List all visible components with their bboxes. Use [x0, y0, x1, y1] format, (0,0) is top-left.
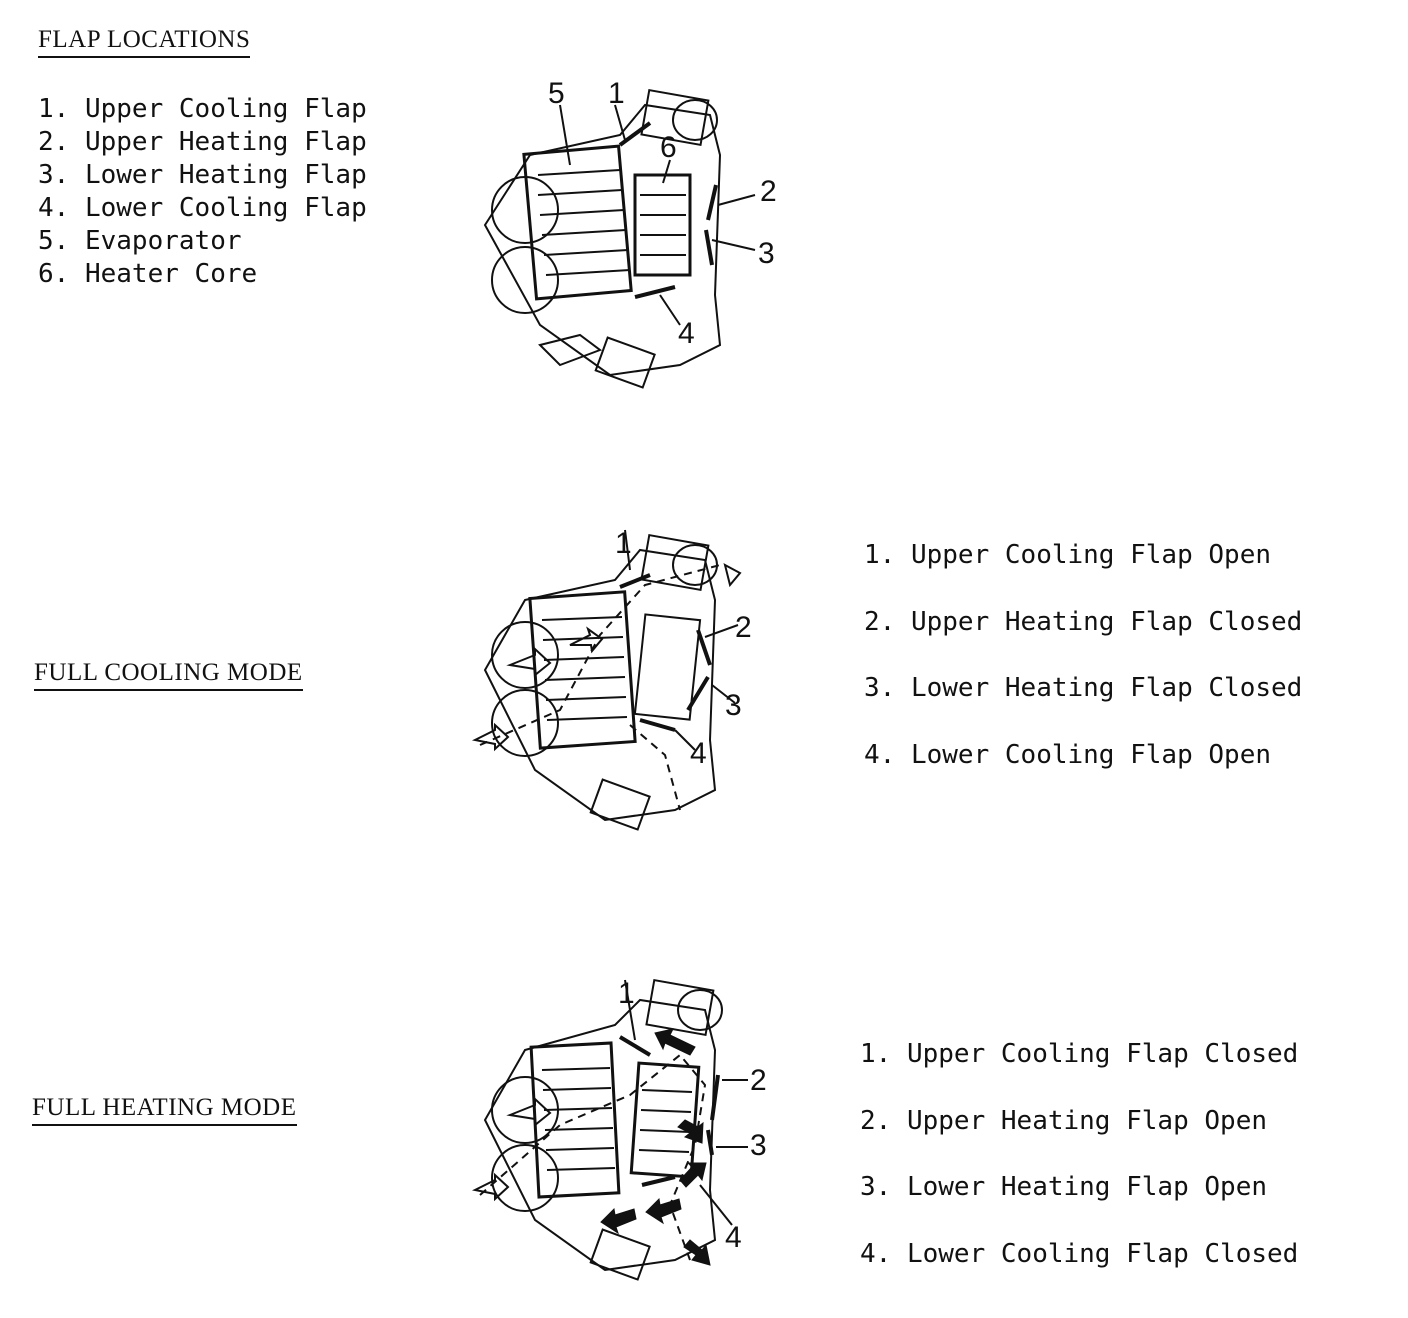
legend-item: 5. Evaporator	[38, 226, 242, 256]
full-cooling-heading: FULL COOLING MODE	[34, 659, 303, 691]
status-item: 4. Lower Cooling Flap Open	[864, 739, 1271, 770]
full-cooling-diagram: 1 2 3 4	[471, 527, 752, 831]
flap-locations-diagram: 5 1 6 2 3 4	[483, 77, 777, 389]
full-cooling-status-list: 1. Upper Cooling Flap Open 2. Upper Heat…	[864, 522, 1302, 788]
legend-item: 3. Lower Heating Flap	[38, 160, 367, 190]
status-item: 2. Upper Heating Flap Open	[860, 1105, 1267, 1136]
callout-2: 2	[735, 611, 752, 644]
callout-3: 3	[750, 1129, 767, 1162]
status-item: 1. Upper Cooling Flap Open	[864, 540, 1271, 570]
full-heating-status-list: 1. Upper Cooling Flap Closed 2. Upper He…	[860, 1021, 1298, 1287]
legend-item: 1. Upper Cooling Flap	[38, 94, 367, 124]
callout-4: 4	[690, 737, 707, 770]
full-heating-diagram: 1 2 3 4	[471, 977, 767, 1281]
callout-4: 4	[678, 317, 695, 350]
callout-2: 2	[760, 175, 777, 208]
legend-item: 2. Upper Heating Flap	[38, 127, 367, 157]
callout-3: 3	[758, 237, 775, 270]
legend-item: 6. Heater Core	[38, 259, 258, 289]
flap-locations-heading: FLAP LOCATIONS	[38, 26, 251, 58]
flap-legend-list: 1. Upper Cooling Flap 2. Upper Heating F…	[38, 93, 367, 291]
full-heating-heading: FULL HEATING MODE	[32, 1094, 297, 1126]
callout-1: 1	[608, 77, 625, 110]
callout-6: 6	[660, 131, 677, 164]
callout-3: 3	[725, 689, 742, 722]
legend-item: 4. Lower Cooling Flap	[38, 193, 367, 223]
callout-4: 4	[725, 1221, 742, 1254]
status-item: 4. Lower Cooling Flap Closed	[860, 1238, 1299, 1269]
callout-5: 5	[548, 77, 565, 110]
status-item: 3. Lower Heating Flap Closed	[864, 673, 1303, 703]
callout-1: 1	[618, 977, 635, 1010]
status-item: 2. Upper Heating Flap Closed	[864, 606, 1303, 637]
callout-1: 1	[615, 527, 632, 560]
status-item: 3. Lower Heating Flap Open	[860, 1172, 1267, 1202]
callout-2: 2	[750, 1064, 767, 1097]
status-item: 1. Upper Cooling Flap Closed	[860, 1039, 1299, 1069]
